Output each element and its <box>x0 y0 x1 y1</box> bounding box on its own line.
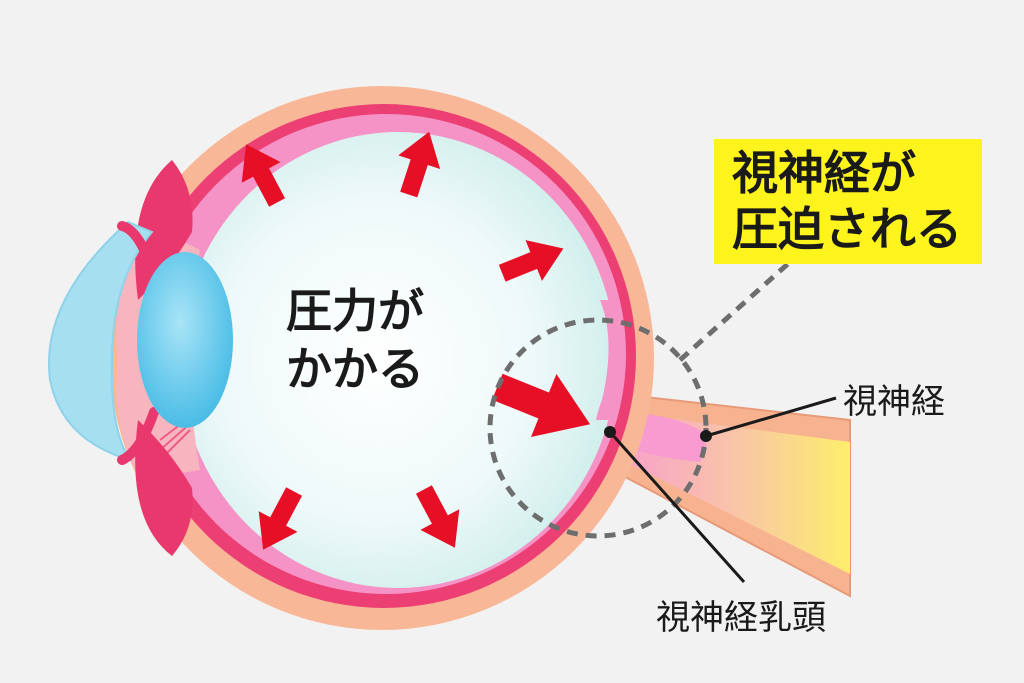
optic-disc-leader <box>608 431 746 583</box>
callout-line-2: 圧迫される <box>732 202 962 256</box>
callout-leader <box>678 260 792 362</box>
pressure-text-line-1: 圧力が <box>286 284 424 338</box>
callout-line-1: 視神経が <box>732 146 916 200</box>
optic-nerve-dot <box>700 430 712 442</box>
highlight-circle <box>487 317 709 539</box>
callout-box: 視神経が 圧迫される <box>714 139 982 264</box>
iris-bottom <box>117 407 159 465</box>
lens <box>137 252 233 428</box>
arrow-down-left <box>258 487 303 550</box>
optic-nerve-label: 視神経 <box>843 382 945 422</box>
ciliary-body-bottom <box>135 420 193 556</box>
vitreous-body <box>180 132 616 588</box>
optic-disc-dot <box>604 426 616 438</box>
arrow-up-left <box>241 144 286 207</box>
arrow-large-to-disc <box>492 373 591 438</box>
pressure-arrows <box>241 131 591 550</box>
arrow-right-upper <box>498 240 564 282</box>
optic-nerve-leader <box>705 396 837 438</box>
iris-top <box>117 221 159 281</box>
arrow-down-right <box>415 485 460 548</box>
arrow-up-right <box>398 131 441 198</box>
optic-disc-label: 視神経乳頭 <box>656 598 826 638</box>
optic-disc-notch <box>596 300 618 420</box>
pressure-text: 圧力が かかる <box>286 282 424 398</box>
pressure-text-line-2: かかる <box>286 342 424 396</box>
